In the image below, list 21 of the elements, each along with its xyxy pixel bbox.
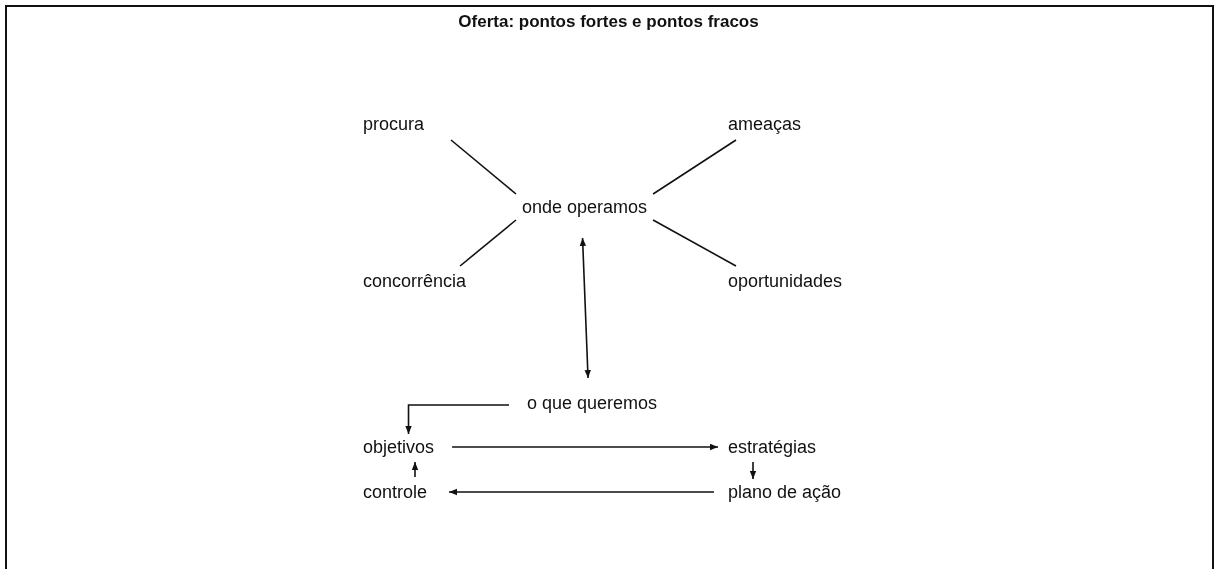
connector-line [450,139,517,195]
node-label: plano de ação [728,481,842,503]
node-label: controle [363,481,428,503]
arrow [451,443,719,451]
node-label: procura [363,113,425,135]
arrow [579,237,591,379]
node-label: onde operamos [522,196,648,218]
connector-line [652,139,737,195]
node-label: ameaças [728,113,802,135]
node-label: oportunidades [728,270,843,292]
diagram-title: Oferta: pontos fortes e pontos fracos [457,12,760,32]
node-label: estratégias [728,436,817,458]
arrow [411,461,419,478]
arrow [448,488,715,496]
connector-line [652,219,737,267]
node-label: concorrência [363,270,467,292]
arrow [749,461,757,480]
node-label: objetivos [363,436,435,458]
node-label: o que queremos [527,392,658,414]
arrow [405,404,510,435]
connector-line [459,219,517,267]
